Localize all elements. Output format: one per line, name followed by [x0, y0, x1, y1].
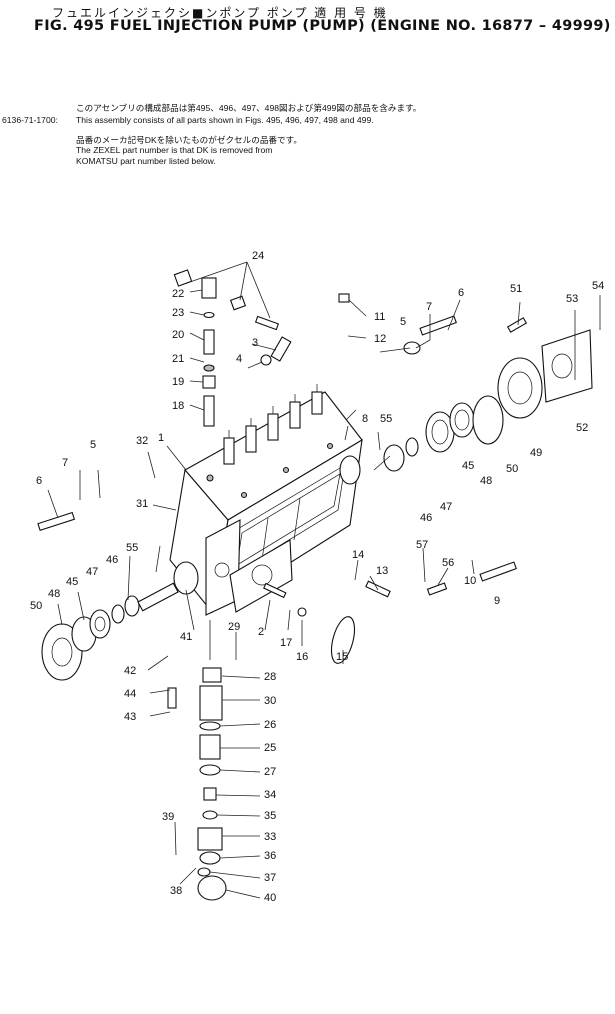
callout-28: 28: [264, 671, 276, 683]
callout-5-right: 5: [400, 316, 406, 328]
callout-45-left: 45: [66, 576, 78, 588]
callout-50-right: 50: [506, 463, 518, 475]
callout-27: 27: [264, 766, 276, 778]
callout-44: 44: [124, 688, 136, 700]
callout-37: 37: [264, 872, 276, 884]
note-assembly-jp: このアセンブリの構成部品は第495、496、497、498図および第499図の部…: [76, 103, 422, 113]
callout-14: 14: [352, 549, 364, 561]
callout-52: 52: [576, 422, 588, 434]
callout-9: 9: [494, 595, 500, 607]
callout-23: 23: [172, 307, 184, 319]
callout-18: 18: [172, 400, 184, 412]
bolts: [37, 293, 528, 709]
callout-13: 13: [376, 565, 388, 577]
callout-47-left: 47: [86, 566, 98, 578]
callout-3: 3: [252, 337, 258, 349]
callout-16: 16: [296, 651, 308, 663]
note-zexel-en-2: KOMATSU part number listed below.: [76, 156, 216, 166]
title-japanese: フュエルインジェクシ■ンポンプ ポンプ 適 用 号 機: [52, 6, 388, 20]
callout-34: 34: [264, 789, 276, 801]
right-bearing-group: [383, 329, 593, 472]
leader-lines: [47, 261, 601, 899]
callout-33: 33: [264, 831, 276, 843]
callout-38: 38: [170, 885, 182, 897]
note-assembly-en: This assembly consists of all parts show…: [76, 115, 374, 125]
callout-39: 39: [162, 811, 174, 823]
callout-5-left: 5: [90, 439, 96, 451]
callout-labels: 24 22 23 20 21 19 18 3 4 11 12 7 6 5 51 …: [30, 250, 604, 904]
callout-10: 10: [464, 575, 476, 587]
callout-7-left: 7: [62, 457, 68, 469]
note-zexel-en-1: The ZEXEL part number is that DK is remo…: [76, 145, 273, 155]
callout-49: 49: [530, 447, 542, 459]
callout-43: 43: [124, 711, 136, 723]
callout-2: 2: [258, 626, 264, 638]
callout-1: 1: [158, 432, 164, 444]
callout-41: 41: [180, 631, 192, 643]
callout-22: 22: [172, 288, 184, 300]
callout-4: 4: [236, 353, 242, 365]
callout-36: 36: [264, 850, 276, 862]
callout-7-right: 7: [426, 301, 432, 313]
tappet-stack: [197, 667, 227, 901]
callout-26: 26: [264, 719, 276, 731]
callout-55-right: 55: [380, 413, 392, 425]
callout-30: 30: [264, 695, 276, 707]
left-bearing-group: [41, 561, 199, 681]
callout-19: 19: [172, 376, 184, 388]
assembly-part-number: 6136-71-1700:: [2, 115, 58, 125]
note-zexel-jp: 品番のメーカ記号DKを除いたものがゼクセルの品番です。: [76, 135, 302, 145]
callout-8: 8: [362, 413, 368, 425]
pump-housing: [169, 384, 363, 616]
callout-54: 54: [592, 280, 604, 292]
callout-21: 21: [172, 353, 184, 365]
callout-6-right: 6: [458, 287, 464, 299]
callout-48-right: 48: [480, 475, 492, 487]
callout-31: 31: [136, 498, 148, 510]
callout-35: 35: [264, 810, 276, 822]
top-fitting-stack: [173, 269, 292, 427]
callout-40: 40: [264, 892, 276, 904]
callout-56: 56: [442, 557, 454, 569]
callout-45-right: 45: [462, 460, 474, 472]
figure-title: FIG. 495 FUEL INJECTION PUMP (PUMP) (ENG…: [34, 18, 611, 34]
callout-48-left: 48: [48, 588, 60, 600]
callout-46-right: 46: [420, 512, 432, 524]
callout-51: 51: [510, 283, 522, 295]
delivery-valve-holders: [223, 384, 323, 465]
callout-24: 24: [252, 250, 264, 262]
callout-32: 32: [136, 435, 148, 447]
callout-53: 53: [566, 293, 578, 305]
callout-15: 15: [336, 651, 348, 663]
callout-12: 12: [374, 333, 386, 345]
callout-29: 29: [228, 621, 240, 633]
callout-47-right: 47: [440, 501, 452, 513]
callout-17: 17: [280, 637, 292, 649]
callout-25: 25: [264, 742, 276, 754]
callout-46-left: 46: [106, 554, 118, 566]
callout-6-left: 6: [36, 475, 42, 487]
callout-42: 42: [124, 665, 136, 677]
callout-55-left: 55: [126, 542, 138, 554]
callout-11: 11: [374, 311, 385, 323]
callout-57: 57: [416, 539, 428, 551]
callout-50-left: 50: [30, 600, 42, 612]
callout-20: 20: [172, 329, 184, 341]
